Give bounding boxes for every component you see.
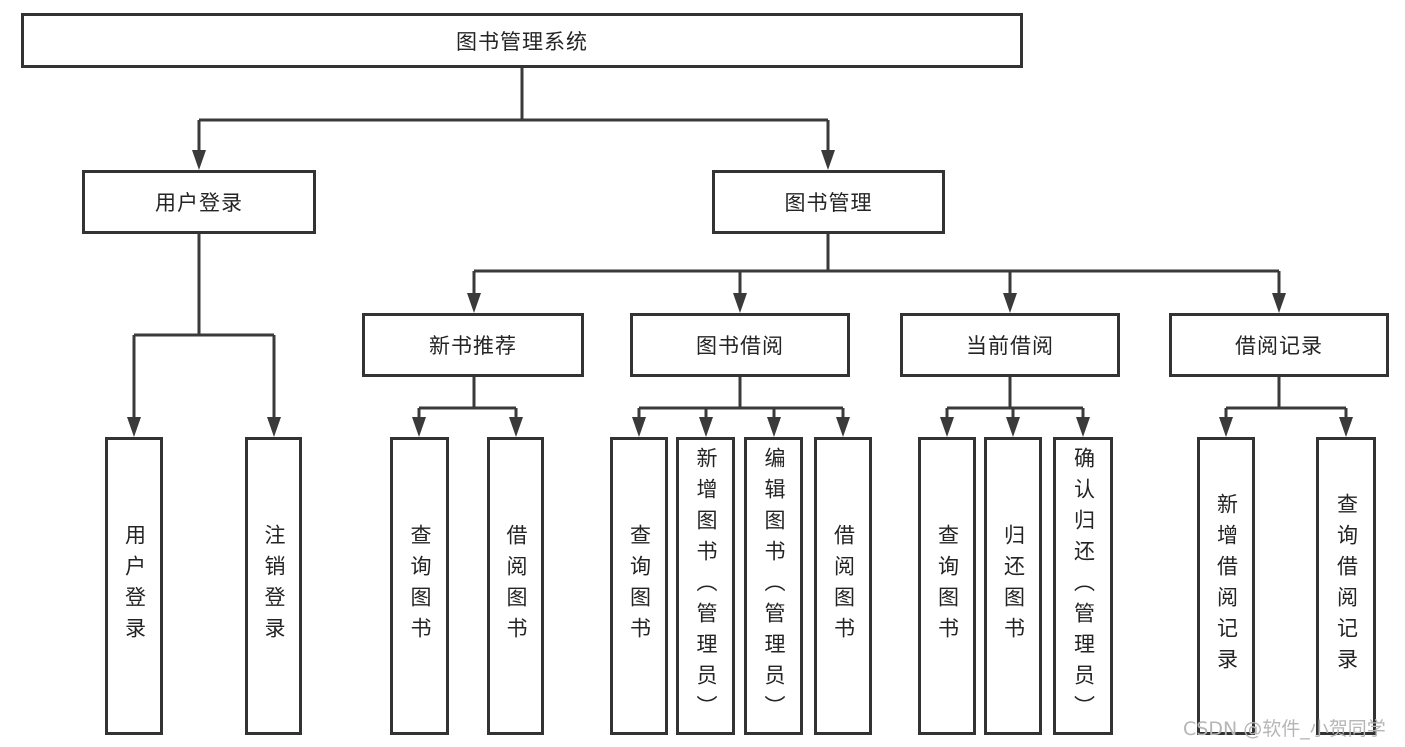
leaf-borrowing-edit-books-admin: 编辑图书（管理员） <box>744 437 803 735</box>
node-borrowing-records: 借阅记录 <box>1169 313 1389 377</box>
node-current-borrowing: 当前借阅 <box>900 313 1120 377</box>
leaf-borrowing-query-books: 查询图书 <box>610 437 668 735</box>
node-library-management-system: 图书管理系统 <box>21 13 1023 68</box>
leaf-borrowing-borrow-books: 借阅图书 <box>814 437 872 735</box>
leaf-records-query-borrow-record: 查询借阅记录 <box>1316 437 1376 735</box>
leaf-current-return-books: 归还图书 <box>984 437 1042 735</box>
csdn-watermark: CSDN @软件_小贺同学 <box>1183 718 1386 740</box>
leaf-logout: 注销登录 <box>245 437 302 735</box>
arrowheads <box>127 120 1353 437</box>
leaf-newbook-query-books: 查询图书 <box>390 437 449 735</box>
leaf-user-login: 用户登录 <box>105 437 163 735</box>
node-user-login: 用户登录 <box>82 170 316 234</box>
leaf-current-query-books: 查询图书 <box>918 437 976 735</box>
node-book-management: 图书管理 <box>712 170 945 234</box>
leaf-current-confirm-return-admin: 确认归还（管理员） <box>1053 437 1113 735</box>
node-book-borrowing: 图书借阅 <box>630 313 850 377</box>
leaf-records-add-borrow-record: 新增借阅记录 <box>1197 437 1255 735</box>
node-new-book-recommendation: 新书推荐 <box>362 313 584 377</box>
leaf-borrowing-add-books-admin: 新增图书（管理员） <box>676 437 735 735</box>
leaf-newbook-borrow-books: 借阅图书 <box>487 437 544 735</box>
